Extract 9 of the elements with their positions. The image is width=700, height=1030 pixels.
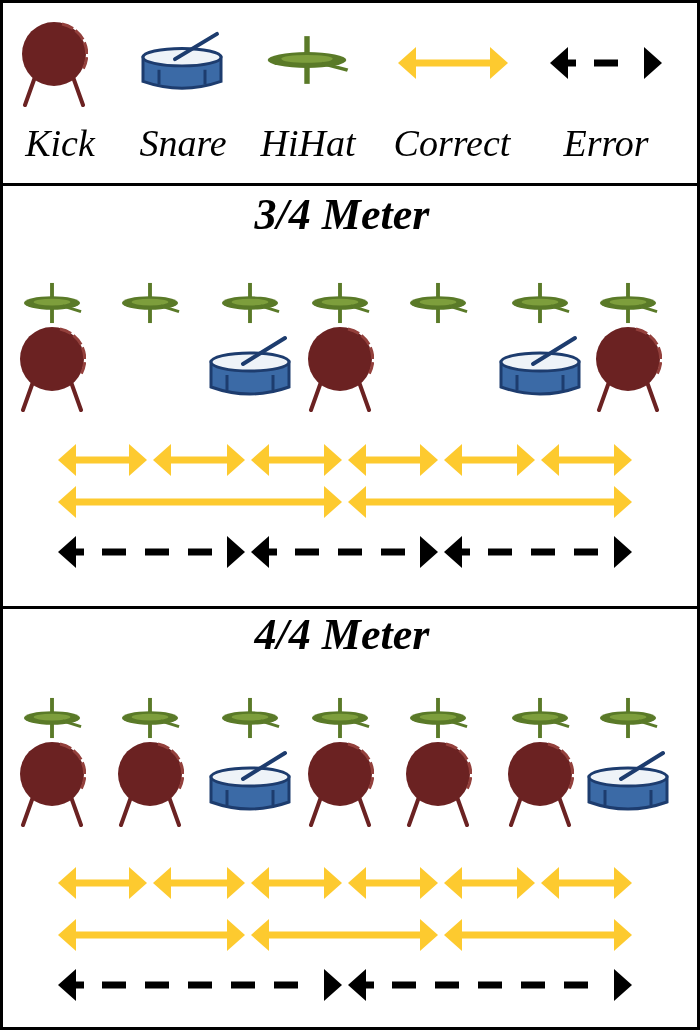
meter-panel [0,606,700,1030]
legend-label: Kick [25,122,95,164]
panel-title: 3/4 Meter [254,190,430,240]
meter-panel [0,183,700,609]
legend-label: HiHat [260,122,356,164]
legend-label: Correct [393,122,511,164]
panel-title: 4/4 Meter [254,610,430,660]
legend-label: Error [563,122,649,164]
legend-label: Snare [139,122,227,164]
